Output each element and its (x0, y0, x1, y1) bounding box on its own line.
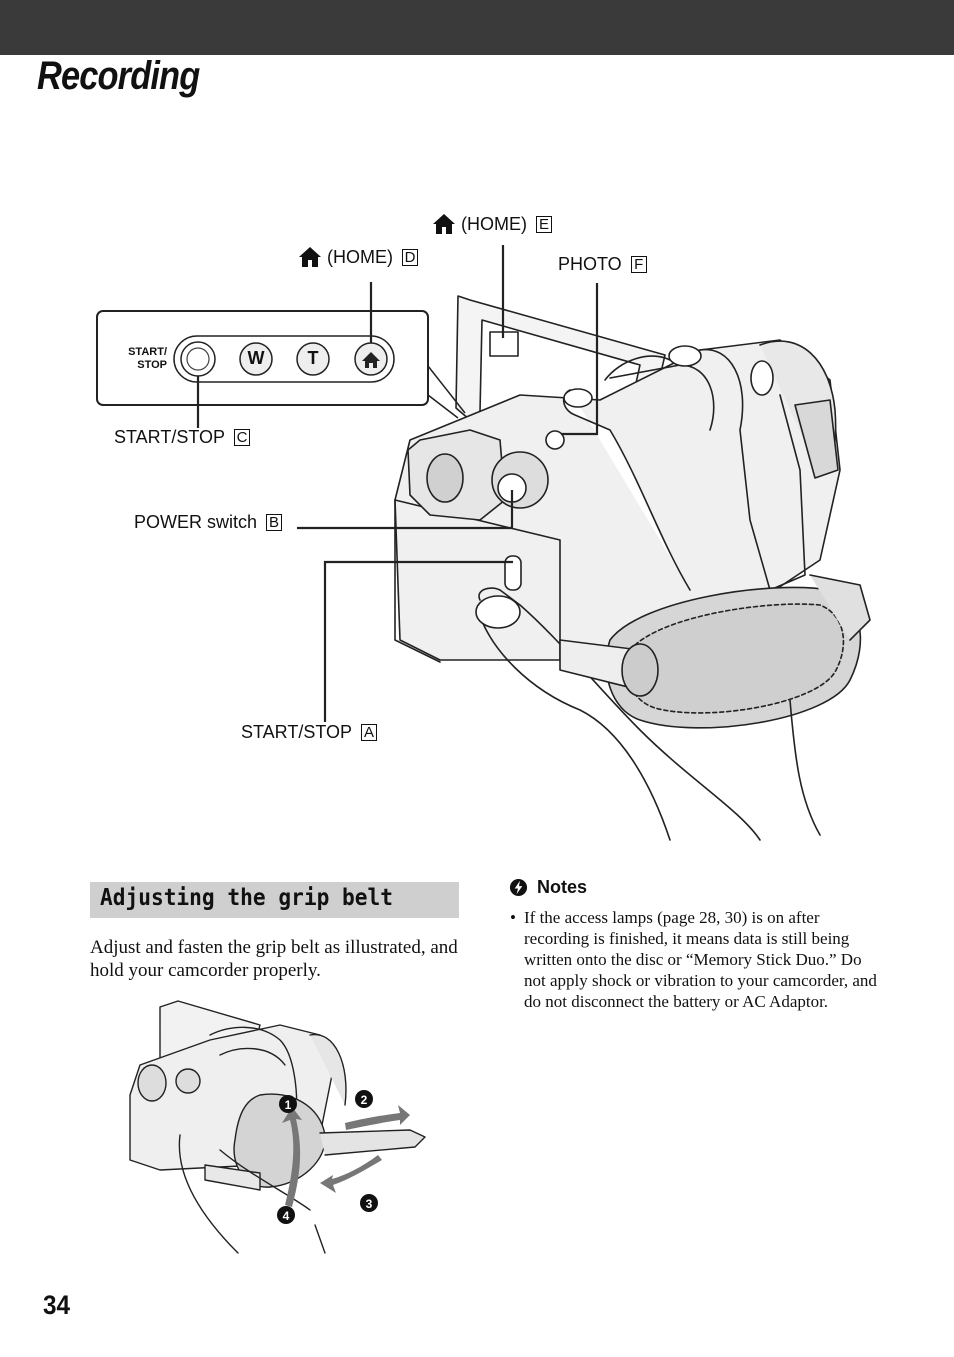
callout-home-d: (HOME) D (298, 246, 418, 268)
svg-text:3: 3 (366, 1197, 373, 1211)
callout-start-stop-a: START/STOP A (241, 722, 378, 743)
page-number: 34 (43, 1290, 71, 1320)
section-heading-bar (90, 882, 459, 918)
zoom-w-button: W (247, 348, 265, 368)
step-marker-2 (355, 1090, 373, 1108)
svg-text:4: 4 (283, 1209, 290, 1223)
control-panel-inset (96, 310, 466, 419)
callout-power-switch-b: POWER switch B (134, 512, 283, 533)
header-bar (0, 0, 954, 55)
step-markers: 1 2 3 4 (277, 1090, 378, 1224)
section-title: Adjusting the grip belt (100, 885, 394, 911)
grip-belt-illustration: 1 2 3 4 (129, 1000, 426, 1254)
step-marker-4 (277, 1206, 295, 1224)
notes-list: If the access lamps (page 28, 30) is on … (510, 907, 882, 1012)
svg-text:1: 1 (285, 1098, 292, 1112)
home-icon (433, 214, 455, 234)
svg-text:2: 2 (361, 1093, 368, 1107)
section-body: Adjust and fasten the grip belt as illus… (90, 937, 458, 981)
list-item: If the access lamps (page 28, 30) is on … (510, 907, 882, 1012)
home-button-icon (362, 352, 380, 368)
callout-photo-f: PHOTO F (558, 254, 647, 275)
panel-start-stop-label: START/ STOP (128, 346, 167, 371)
notes-heading: Notes (509, 877, 587, 898)
zoom-t-button: T (307, 348, 319, 368)
home-icon (299, 247, 321, 267)
callout-home-e: (HOME) E (432, 213, 552, 235)
page-title: Recording (37, 54, 200, 98)
callout-start-stop-c: START/STOP C (114, 427, 251, 448)
step-marker-1 (279, 1095, 297, 1113)
step-marker-3 (360, 1194, 378, 1212)
notes-icon (509, 878, 528, 897)
